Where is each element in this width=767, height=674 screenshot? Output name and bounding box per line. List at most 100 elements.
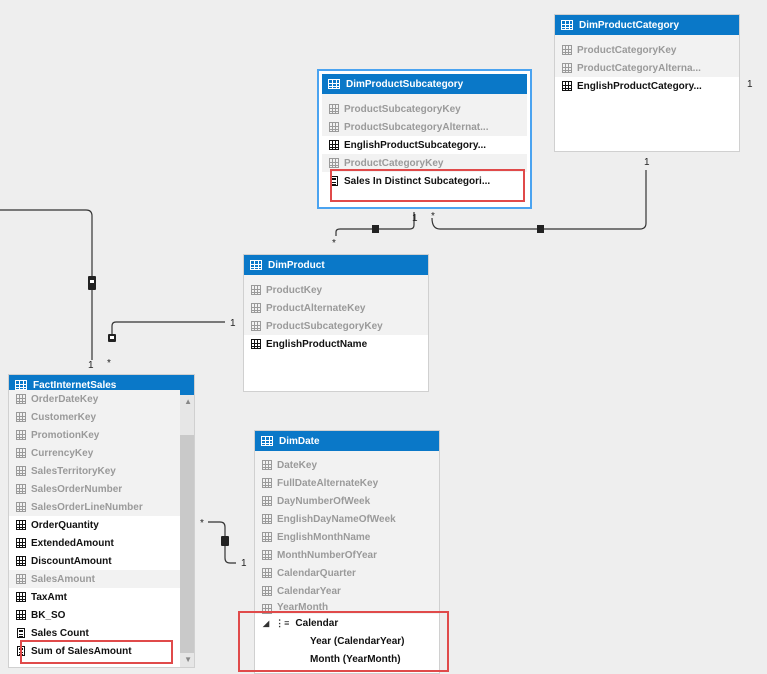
highlight-box xyxy=(238,611,449,672)
relationship-line-product-fact xyxy=(111,321,225,340)
cardinality-many: * xyxy=(332,238,336,249)
hierarchy-icon: ⋮≡ xyxy=(275,617,290,628)
column-product-subcategory-key[interactable]: ProductSubcategoryKey xyxy=(244,317,428,335)
column-icon xyxy=(329,140,339,150)
column-icon xyxy=(16,538,26,548)
column-currency-key[interactable]: CurrencyKey xyxy=(9,444,180,462)
scroll-down-icon[interactable]: ▼ xyxy=(184,655,192,664)
column-icon xyxy=(262,550,272,560)
column-icon xyxy=(16,448,26,458)
column-icon xyxy=(262,586,272,596)
column-month-number-of-year[interactable]: MonthNumberOfYear xyxy=(255,546,439,564)
hierarchy-level-year[interactable]: Year (CalendarYear) xyxy=(310,635,405,647)
column-icon xyxy=(251,339,261,349)
column-order-quantity[interactable]: OrderQuantity xyxy=(9,516,180,534)
column-icon xyxy=(16,574,26,584)
table-header[interactable]: DimProductSubcategory xyxy=(322,74,527,94)
cardinality-one: 1 xyxy=(241,558,247,569)
table-icon xyxy=(561,20,573,30)
column-english-product-category-name[interactable]: EnglishProductCategory... xyxy=(555,77,739,95)
column-icon xyxy=(329,158,339,168)
relationship-line-left-fact xyxy=(0,209,93,360)
table-icon xyxy=(328,79,340,89)
column-icon xyxy=(329,122,339,132)
cardinality-many: * xyxy=(431,211,435,222)
column-icon xyxy=(262,532,272,542)
column-icon xyxy=(251,303,261,313)
column-calendar-quarter[interactable]: CalendarQuarter xyxy=(255,564,439,582)
column-icon xyxy=(262,604,272,614)
column-year-month[interactable]: YearMonth xyxy=(255,600,439,614)
table-header[interactable]: DimDate xyxy=(255,431,439,451)
column-product-alternate-key[interactable]: ProductAlternateKey xyxy=(244,299,428,317)
cardinality-one: 1 xyxy=(412,213,418,224)
cardinality-many: * xyxy=(200,518,204,529)
column-icon xyxy=(562,45,572,55)
highlight-box xyxy=(330,169,525,202)
column-promotion-key[interactable]: PromotionKey xyxy=(9,426,180,444)
column-english-product-name[interactable]: EnglishProductName xyxy=(244,335,428,353)
highlight-box xyxy=(20,640,173,664)
column-day-number-of-week[interactable]: DayNumberOfWeek xyxy=(255,492,439,510)
column-full-date-alternate-key[interactable]: FullDateAlternateKey xyxy=(255,474,439,492)
measure-sales-count[interactable]: Sales Count xyxy=(9,624,180,642)
column-icon xyxy=(16,610,26,620)
column-icon xyxy=(251,285,261,295)
column-icon xyxy=(262,568,272,578)
column-icon xyxy=(16,466,26,476)
column-icon xyxy=(262,460,272,470)
column-icon xyxy=(262,514,272,524)
column-sales-order-line-number[interactable]: SalesOrderLineNumber xyxy=(9,498,180,516)
column-icon xyxy=(16,520,26,530)
column-order-date-key[interactable]: OrderDateKey xyxy=(9,390,180,408)
column-sales-order-number[interactable]: SalesOrderNumber xyxy=(9,480,180,498)
table-icon xyxy=(261,436,273,446)
hierarchy-level-month[interactable]: Month (YearMonth) xyxy=(310,653,401,665)
table-dim-product[interactable]: DimProduct ProductKey ProductAlternateKe… xyxy=(243,254,429,392)
column-calendar-year[interactable]: CalendarYear xyxy=(255,582,439,600)
column-tax-amt[interactable]: TaxAmt xyxy=(9,588,180,606)
column-product-category-alternate-key[interactable]: ProductCategoryAlterna... xyxy=(555,59,739,77)
column-icon xyxy=(16,430,26,440)
relationship-handle xyxy=(221,536,229,546)
scrollbar-thumb[interactable] xyxy=(180,435,194,653)
table-dim-product-category[interactable]: DimProductCategory ProductCategoryKey Pr… xyxy=(554,14,740,152)
column-product-category-key[interactable]: ProductCategoryKey xyxy=(322,154,527,172)
cardinality-many: * xyxy=(107,358,111,369)
column-english-day-name-of-week[interactable]: EnglishDayNameOfWeek xyxy=(255,510,439,528)
column-icon xyxy=(262,496,272,506)
column-date-key[interactable]: DateKey xyxy=(255,456,439,474)
column-icon xyxy=(16,592,26,602)
column-icon xyxy=(16,484,26,494)
column-discount-amount[interactable]: DiscountAmount xyxy=(9,552,180,570)
table-icon xyxy=(15,380,27,390)
column-icon xyxy=(251,321,261,331)
hierarchy-calendar[interactable]: ◢ ⋮≡ Calendar xyxy=(263,617,339,629)
column-product-subcategory-key[interactable]: ProductSubcategoryKey xyxy=(322,100,527,118)
column-sales-territory-key[interactable]: SalesTerritoryKey xyxy=(9,462,180,480)
table-fact-internet-sales[interactable]: FactInternetSales OrderDateKey CustomerK… xyxy=(8,374,195,668)
column-product-category-key[interactable]: ProductCategoryKey xyxy=(555,41,739,59)
cardinality-one: 1 xyxy=(644,157,650,168)
table-dim-date[interactable]: DimDate DateKey FullDateAlternateKey Day… xyxy=(254,430,440,674)
relationship-handle xyxy=(537,225,544,233)
column-icon xyxy=(562,63,572,73)
column-product-subcategory-alternate-key[interactable]: ProductSubcategoryAlternat... xyxy=(322,118,527,136)
column-extended-amount[interactable]: ExtendedAmount xyxy=(9,534,180,552)
table-icon xyxy=(250,260,262,270)
scroll-up-icon[interactable]: ▲ xyxy=(184,397,192,406)
cardinality-one: 1 xyxy=(747,79,753,90)
column-bk-so[interactable]: BK_SO xyxy=(9,606,180,624)
column-english-month-name[interactable]: EnglishMonthName xyxy=(255,528,439,546)
relationship-line-category-subcategory xyxy=(431,170,647,230)
table-header[interactable]: DimProduct xyxy=(244,255,428,275)
collapse-triangle-icon[interactable]: ◢ xyxy=(263,618,270,628)
column-customer-key[interactable]: CustomerKey xyxy=(9,408,180,426)
relationship-handle xyxy=(372,225,379,233)
column-english-product-subcategory-name[interactable]: EnglishProductSubcategory... xyxy=(322,136,527,154)
table-dim-product-subcategory[interactable]: DimProductSubcategory ProductSubcategory… xyxy=(317,69,532,209)
column-product-key[interactable]: ProductKey xyxy=(244,281,428,299)
column-sales-amount[interactable]: SalesAmount xyxy=(9,570,180,588)
table-header[interactable]: DimProductCategory xyxy=(555,15,739,35)
